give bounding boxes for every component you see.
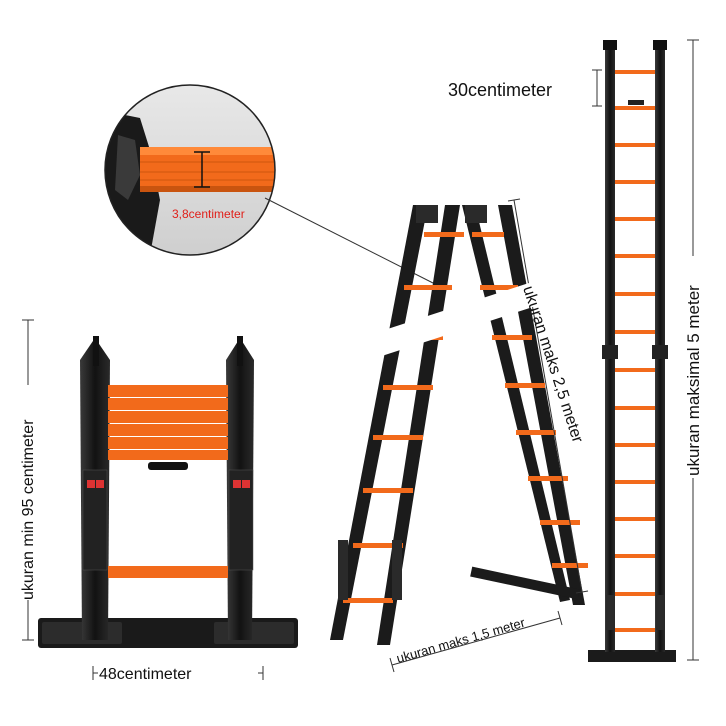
base-width-dimension: 48centimeter [92,662,264,684]
min-height-dimension: ukuran min 95 centimeter [18,319,38,641]
zoom-detail: 3,8centimeter [104,84,276,256]
a-frame-rear-rungs [472,232,588,568]
aframe-base-dimension: ukuran maks 1,5 meter [389,610,563,673]
folded-rungs [108,385,228,578]
min-height-label: ukuran min 95 centimeter [20,419,37,600]
max-height-dimension: ukuran maksimal 5 meter [682,39,706,661]
zoom-width-label: 3,8centimeter [172,207,245,221]
extension-ladder [588,40,676,662]
aframe-base-label: ukuran maks 1,5 meter [395,615,528,666]
folded-ladder [38,336,298,648]
base-width-label: 48centimeter [99,666,192,683]
rung-spacing-label: 30centimeter [448,80,552,100]
a-frame-ladder [330,205,588,645]
max-height-label: ukuran maksimal 5 meter [684,285,703,476]
rung-spacing-dimension: 30centimeter [448,69,602,107]
extension-rungs [615,70,655,632]
